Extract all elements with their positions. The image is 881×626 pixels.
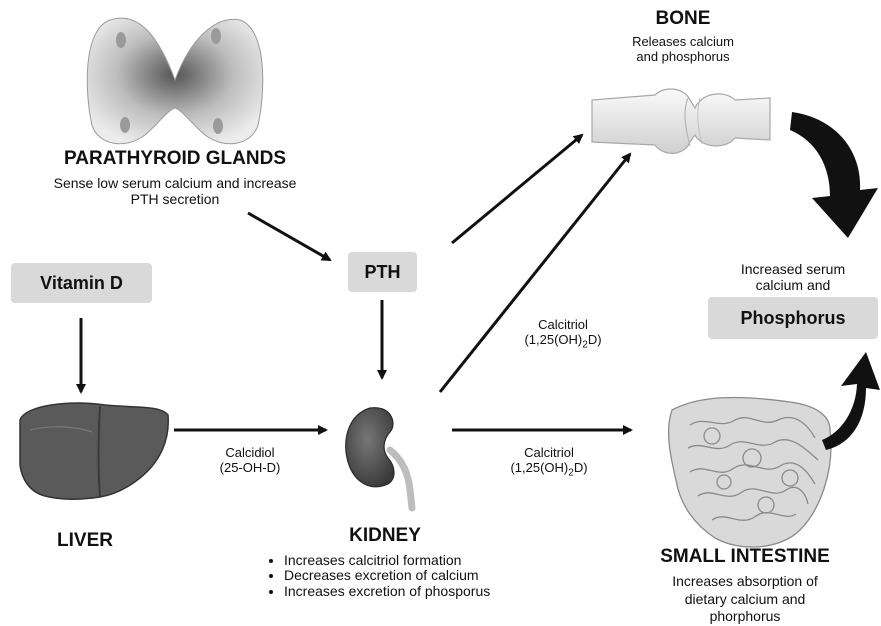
bone-title: BONE [618,8,748,30]
arrow-kidney-to-bone [440,154,630,392]
kidney-effect-3: Increases excretion of phosporus [284,584,584,599]
pth-box: PTH [348,252,417,292]
calcitriol-lower-label: Calcitriol (1,25(OH)2D) [484,446,614,476]
liver-illustration [20,403,168,499]
calcitriol-upper-formula: (1,25(OH)2D) [498,333,628,348]
bone-description: Releases calcium and phosphorus [598,35,768,65]
serum-line1: Increased serum [718,261,868,277]
liver-title: LIVER [20,530,150,552]
kidney-title: KIDNEY [325,525,445,547]
parathyroid-illustration [87,18,263,144]
bone-desc-line2: and phosphorus [598,50,768,65]
calcitriol-lower-formula: (1,25(OH)2D) [484,461,614,476]
calcitriol-lower-name: Calcitriol [484,446,614,461]
parathyroid-description: Sense low serum calcium and increase PTH… [16,175,334,207]
parathyroid-desc-line2: PTH secretion [16,191,334,207]
serum-description: Increased serum calcium and [718,261,868,293]
arrow-pth-to-bone [452,135,582,243]
vitamin-d-box: Vitamin D [11,263,152,303]
intestine-description: Increases absorption of dietary calcium … [640,573,850,626]
arrow-parathyroid-to-pth [248,213,330,260]
phosphorus-box: Phosphorus [708,297,878,339]
bone-desc-line1: Releases calcium [598,35,768,50]
parathyroid-title: PARATHYROID GLANDS [30,148,320,170]
intestine-title: SMALL INTESTINE [630,546,860,568]
calcidiol-name: Calcidiol [190,446,310,461]
kidney-effect-2: Decreases excretion of calcium [284,568,584,583]
kidney-illustration [346,408,412,508]
calcidiol-label: Calcidiol (25-OH-D) [190,446,310,476]
intestine-illustration [669,397,831,547]
calcidiol-formula: (25-OH-D) [190,461,310,476]
kidney-effects-list: Increases calcitriol formation Decreases… [264,553,584,599]
intestine-desc-line3: phorphorus [640,608,850,626]
kidney-effect-1: Increases calcitriol formation [284,553,584,568]
curved-arrow-bone-to-serum [790,112,878,238]
bone-illustration [592,89,770,153]
calcitriol-upper-name: Calcitriol [498,318,628,333]
calcitriol-upper-label: Calcitriol (1,25(OH)2D) [498,318,628,348]
intestine-desc-line1: Increases absorption of [640,573,850,591]
intestine-desc-line2: dietary calcium and [640,591,850,609]
parathyroid-desc-line1: Sense low serum calcium and increase [16,175,334,191]
serum-line2: calcium and [718,277,868,293]
